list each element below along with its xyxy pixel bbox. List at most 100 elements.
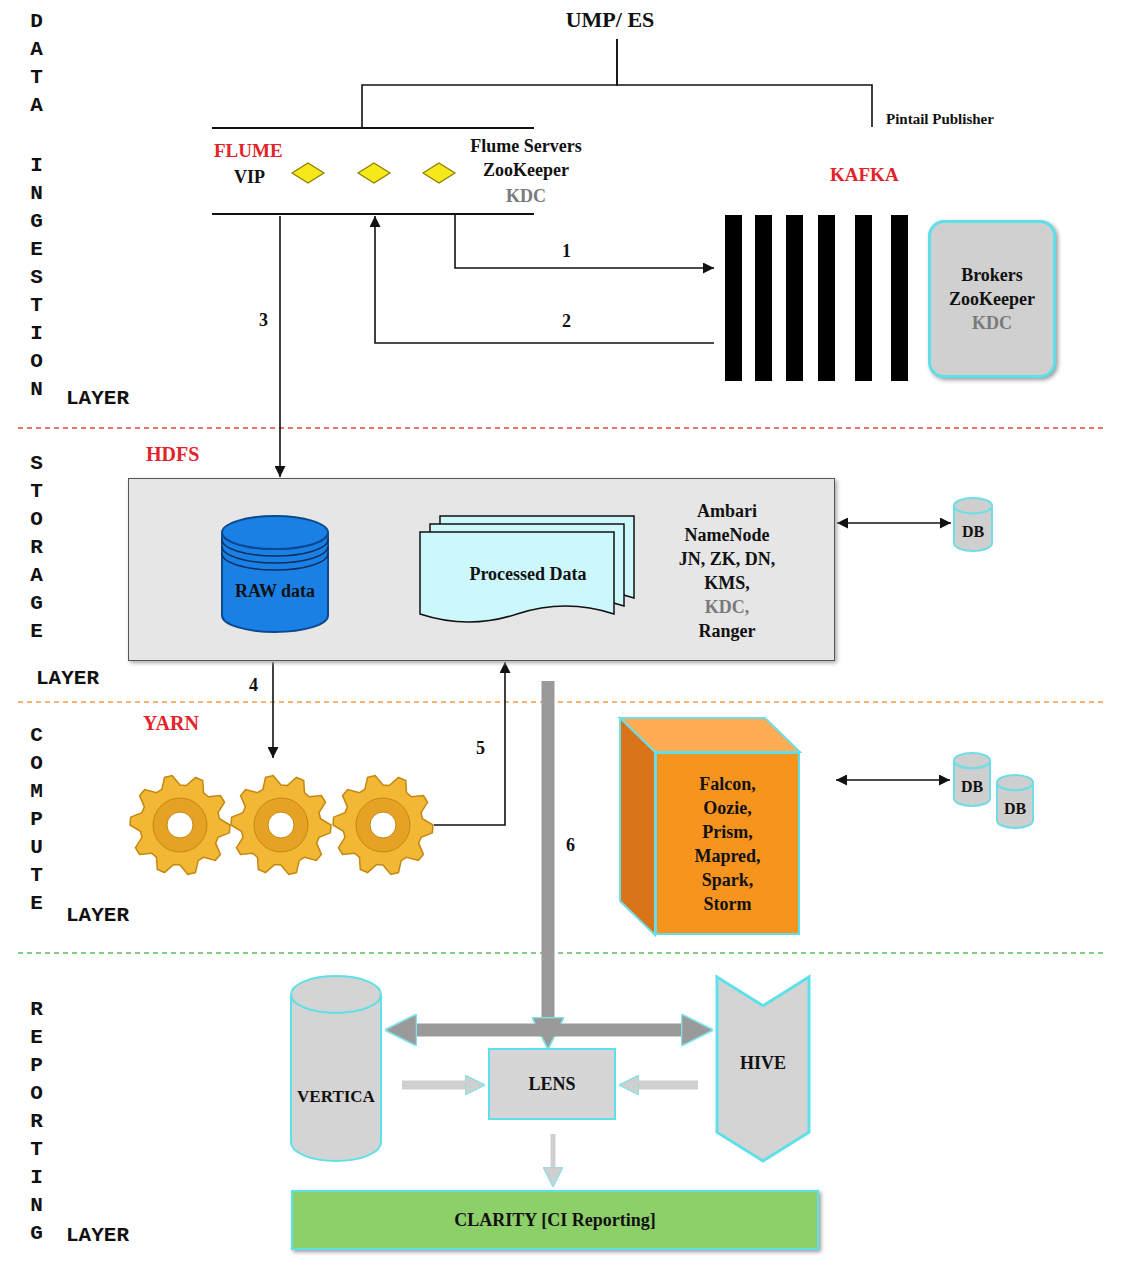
node-text: UMP/ ES xyxy=(566,8,655,32)
broker-box: Brokers ZooKeeperKDC xyxy=(928,220,1056,378)
flow-arrow xyxy=(408,1024,690,1037)
cylinder-top xyxy=(997,775,1033,790)
gear xyxy=(130,776,230,875)
node-text: Ambari NameNode JN, ZK, DN, KMS, xyxy=(677,499,777,595)
connector xyxy=(272,662,274,758)
node-text: VERTICA xyxy=(297,1085,375,1109)
flow-arrow xyxy=(633,1081,698,1090)
compute-cube xyxy=(620,718,800,935)
node-text: Processed Data xyxy=(469,562,586,586)
callout-number: 4 xyxy=(247,674,260,696)
node-text: DB xyxy=(1004,797,1026,821)
layer-title: LAYER xyxy=(66,1222,129,1250)
callout-number: 1 xyxy=(560,240,573,262)
connector xyxy=(836,779,950,781)
cylinder-top xyxy=(954,753,990,768)
agent-diamond xyxy=(423,163,455,183)
node-text: DB xyxy=(962,520,984,544)
reporting-bar: CLARITY [CI Reporting] xyxy=(291,1190,819,1250)
kafka-cluster: KAFKABrokers ZooKeeperKDC xyxy=(718,127,1063,389)
divider-line xyxy=(18,701,1105,703)
cylinder-body xyxy=(291,994,381,1161)
gear-hub xyxy=(356,798,410,852)
gear-hole xyxy=(167,812,193,838)
cylinder-ring xyxy=(222,547,328,564)
node-text: KDC, xyxy=(677,595,777,619)
agent-diamond xyxy=(358,163,390,183)
text-column: Ambari NameNode JN, ZK, DN, KMS,KDC,Rang… xyxy=(677,499,777,643)
cube-side xyxy=(620,718,655,935)
node-body: HIVE xyxy=(716,976,810,1162)
source-label: UMP/ ES xyxy=(540,2,680,38)
partition-bar xyxy=(855,215,872,381)
flow-arrow xyxy=(542,681,555,1026)
layer-title: REPORTING xyxy=(26,996,47,1248)
hive-outline xyxy=(717,977,809,1161)
divider-line xyxy=(18,427,1105,429)
gear-hub xyxy=(254,798,308,852)
divider-line xyxy=(18,952,1105,954)
layer-title: COMPUTE xyxy=(26,722,47,918)
node-body: UMP/ ES xyxy=(540,2,680,38)
node-text: CLARITY [CI Reporting] xyxy=(454,1208,655,1232)
node-body: Falcon, Oozie, Prism, Mapred, Spark, Sto… xyxy=(657,754,798,933)
vip-label: VIP xyxy=(234,165,265,189)
flume-agents xyxy=(292,163,455,183)
connector xyxy=(434,662,505,825)
layer-title: DATA xyxy=(26,8,47,120)
connector xyxy=(617,39,872,127)
node-text: Falcon, Oozie, Prism, Mapred, Spark, Sto… xyxy=(680,772,776,916)
node-text: KDC xyxy=(972,311,1012,335)
cylinder-ring xyxy=(222,554,328,571)
gear-hole xyxy=(268,812,294,838)
cylinder-ring xyxy=(222,540,328,557)
scheduler-box: Falcon, Oozie, Prism, Mapred, Spark, Sto… xyxy=(655,752,800,935)
layer-title: LAYER xyxy=(66,902,129,930)
layer-title: INGESTION xyxy=(26,152,47,404)
service-title: HDFS xyxy=(146,442,199,466)
node-text: Ranger xyxy=(677,619,777,643)
service-title: FLUME xyxy=(214,139,283,163)
processed-data: Processed Data xyxy=(419,515,637,633)
flow-arrow xyxy=(551,1134,556,1173)
hdfs-storage: Ambari NameNode JN, ZK, DN, KMS,KDC,Rang… xyxy=(128,478,835,661)
node-body: DB xyxy=(953,497,993,552)
node-body: Brokers ZooKeeperKDC xyxy=(931,223,1053,375)
connector xyxy=(362,39,617,127)
callout-number: 2 xyxy=(560,310,573,332)
document-page xyxy=(420,532,614,622)
vertica-store: VERTICA xyxy=(290,975,382,1162)
connector xyxy=(837,522,951,524)
callout-number: 6 xyxy=(564,834,577,856)
database: DB xyxy=(953,497,993,552)
callout-number: 3 xyxy=(257,309,270,331)
cylinder-top xyxy=(954,498,992,513)
node-text: HIVE xyxy=(740,1051,786,1075)
connector xyxy=(375,216,714,343)
yarn-cluster: YARN xyxy=(128,758,433,888)
kdc-label: KDC xyxy=(501,184,551,208)
database: DB xyxy=(996,774,1034,829)
node-outline xyxy=(221,515,329,633)
node-body: DB xyxy=(953,752,991,807)
kafka-partitions xyxy=(725,215,908,381)
node-body: DB xyxy=(996,774,1034,829)
gear xyxy=(231,776,331,875)
agent-diamond xyxy=(292,163,324,183)
partition-bar xyxy=(891,215,908,381)
node-text: DB xyxy=(961,775,983,799)
node-outline xyxy=(290,975,382,1162)
layer-title: STORAGE xyxy=(26,450,47,646)
node-text: RAW data xyxy=(235,579,315,603)
layer-dividers xyxy=(18,428,1105,953)
server-list: Flume Servers ZooKeeper xyxy=(451,134,601,182)
partition-bar xyxy=(725,215,742,381)
node-body: VERTICA xyxy=(290,975,382,1162)
service-title: YARN xyxy=(143,711,199,735)
cylinder-top xyxy=(291,976,381,1013)
raw-data-store: RAW data xyxy=(221,515,329,633)
node-text: Brokers ZooKeeper xyxy=(936,263,1048,311)
hive-store: HIVE xyxy=(716,976,810,1162)
callout-number: 5 xyxy=(474,737,487,759)
node-text: LENS xyxy=(528,1072,575,1096)
